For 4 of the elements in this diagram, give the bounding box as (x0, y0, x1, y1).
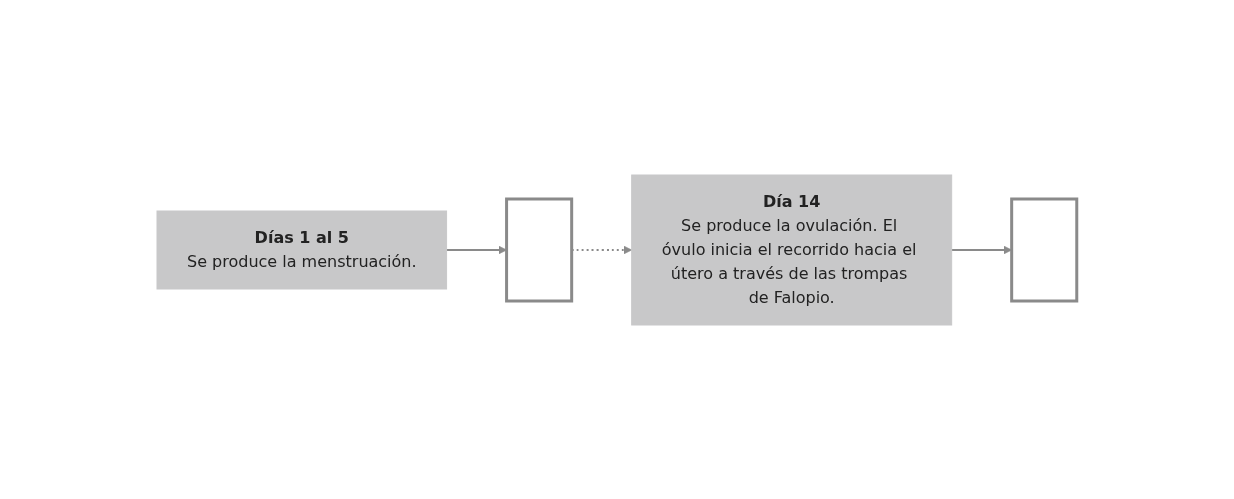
node-box: Día 14 Se produce la ovulación. El óvulo inicia el recorrido hacia el útero a través de las trompas de Falopio. (631, 174, 953, 325)
node-box: Días 1 al 5 Se produce la menstruación. (156, 210, 448, 289)
node-box (505, 197, 574, 302)
node-box (1010, 197, 1079, 302)
